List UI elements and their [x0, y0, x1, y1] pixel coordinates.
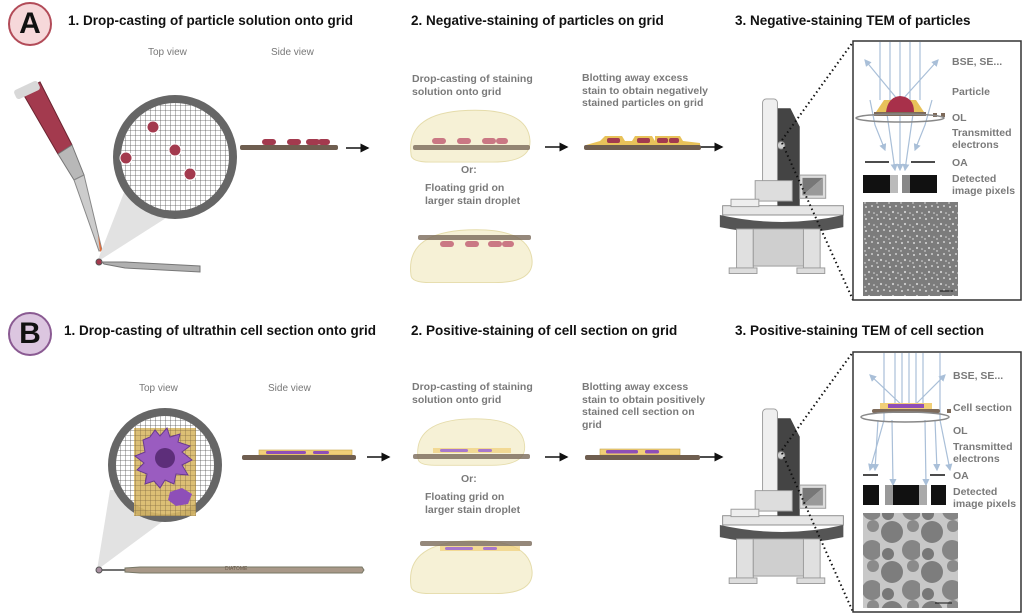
tem-microscope-a [719, 98, 844, 274]
tem-a-transmitted-label: Transmitted electrons [952, 127, 1012, 151]
zoom-lines-b [781, 351, 854, 613]
section-tool-icon [95, 566, 365, 574]
grid-side-view-a [240, 139, 338, 150]
tem-b-detected-label: Detected image pixels [953, 486, 1017, 510]
tem-schematic-a [852, 40, 1022, 301]
panel-a-blotting-text: Blotting away excess stain to obtain neg… [582, 72, 709, 109]
tem-microscope-b [719, 408, 844, 584]
arrows [346, 142, 724, 462]
tem-b-ol-label: OL [953, 425, 968, 437]
pipette-icon [14, 80, 103, 252]
panel-b-step1-title: 1. Drop-casting of ultrathin cell sectio… [64, 323, 377, 338]
panel-a-top-view-label: Top view [148, 47, 187, 58]
panel-b-floating-text: Floating grid on larger stain droplet [425, 491, 521, 516]
tem-b-transmitted-label: Transmitted electrons [953, 441, 1013, 465]
grid-side-view-b [242, 449, 356, 460]
tool-logo: DIATOME [225, 566, 248, 572]
grid-top-view-a [113, 95, 237, 219]
panel-a-badge: A [8, 2, 52, 46]
tem-a-oa-label: OA [952, 157, 968, 169]
panel-b-or-text: Or: [461, 473, 477, 485]
panel-a-step1-title: 1. Drop-casting of particle solution ont… [68, 13, 354, 28]
tem-a-detected-label: Detected image pixels [952, 173, 1016, 197]
zoom-lines-a [781, 41, 854, 301]
panel-b-step3-title: 3. Positive-staining TEM of cell section [735, 323, 985, 338]
grid-top-view-b [108, 408, 222, 522]
panel-a-step3-title: 3. Negative-staining TEM of particles [735, 13, 971, 28]
blotted-grid-a [584, 136, 701, 150]
tem-a-ol-label: OL [952, 112, 967, 124]
panel-a-step2-title: 2. Negative-staining of particles on gri… [411, 13, 664, 28]
panel-a-floating-text: Floating grid on larger stain droplet [425, 182, 521, 207]
tem-b-bse-label: BSE, SE... [953, 370, 1004, 382]
panel-b-blotting-text: Blotting away excess stain to obtain pos… [582, 381, 706, 431]
panel-b-badge: B [8, 312, 52, 356]
panel-a-dropcast-text: Drop-casting of staining solution onto g… [412, 73, 533, 98]
tem-a-specimen-label: Particle [952, 86, 990, 98]
tem-b-specimen-label: Cell section [953, 402, 1012, 414]
panel-a-side-view-label: Side view [271, 47, 314, 58]
tem-a-bse-label: BSE, SE... [952, 56, 1003, 68]
panel-b-top-view-label: Top view [139, 383, 178, 394]
tweezers-icon [95, 258, 201, 273]
tem-b-oa-label: OA [953, 470, 969, 482]
panel-a-or-text: Or: [461, 164, 477, 176]
panel-b-side-view-label: Side view [268, 383, 311, 394]
blotted-grid-b [585, 448, 700, 460]
panel-b-dropcast-text: Drop-casting of staining solution onto g… [412, 381, 533, 406]
tem-schematic-b [852, 351, 1022, 613]
panel-b-step2-title: 2. Positive-staining of cell section on … [411, 323, 678, 338]
